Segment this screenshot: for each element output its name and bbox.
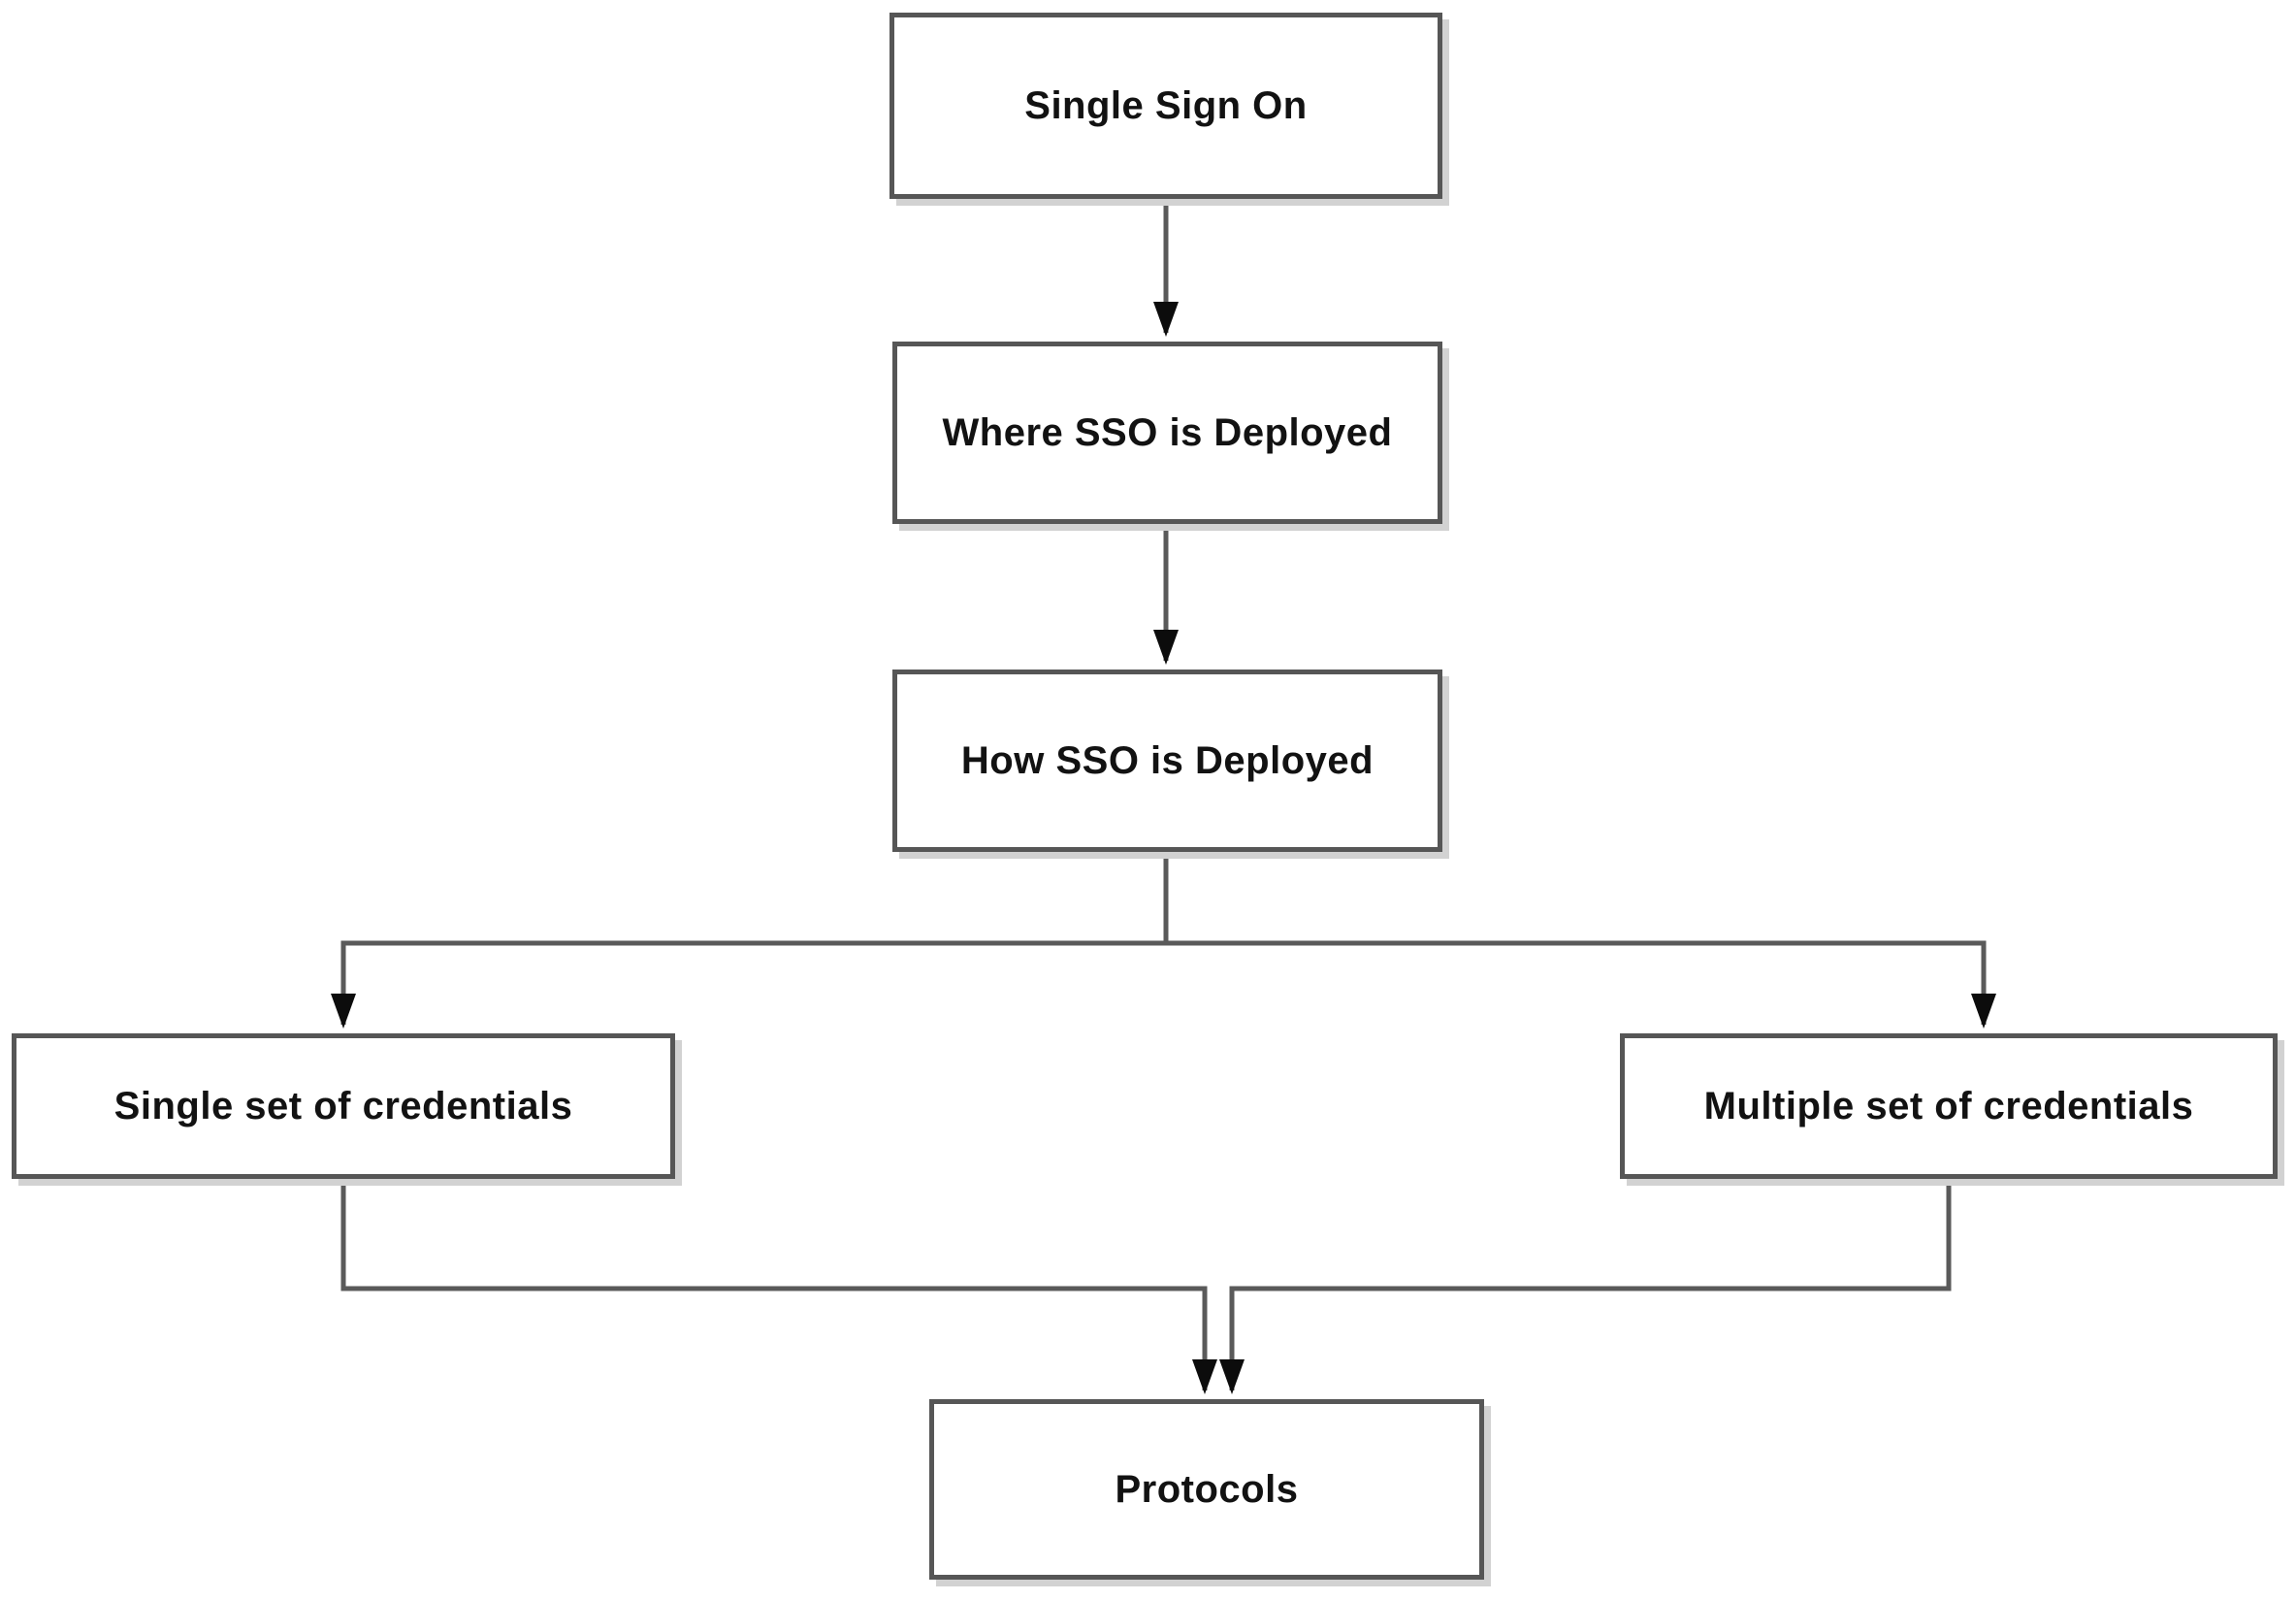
connector-how-multiple	[1163, 854, 1996, 1029]
node-multiple-set-credentials-label: Multiple set of credentials	[1703, 1084, 2194, 1127]
node-where-sso-deployed-label: Where SSO is Deployed	[942, 410, 1393, 454]
node-protocols-label: Protocols	[1115, 1467, 1299, 1511]
node-multiple-set-credentials: Multiple set of credentials	[1620, 1033, 2278, 1179]
node-single-set-credentials-label: Single set of credentials	[113, 1084, 573, 1127]
node-how-sso-deployed-label: How SSO is Deployed	[960, 738, 1374, 782]
node-single-sign-on-label: Single Sign On	[1024, 83, 1308, 127]
node-where-sso-deployed: Where SSO is Deployed	[892, 342, 1442, 524]
node-single-set-credentials: Single set of credentials	[12, 1033, 675, 1179]
connector-multiple-protocols	[1219, 1181, 1952, 1394]
connector-single-protocols	[340, 1181, 1217, 1394]
node-how-sso-deployed: How SSO is Deployed	[892, 670, 1442, 852]
node-single-sign-on: Single Sign On	[889, 13, 1442, 199]
node-protocols: Protocols	[929, 1399, 1484, 1580]
connector-how-single	[331, 854, 1169, 1029]
